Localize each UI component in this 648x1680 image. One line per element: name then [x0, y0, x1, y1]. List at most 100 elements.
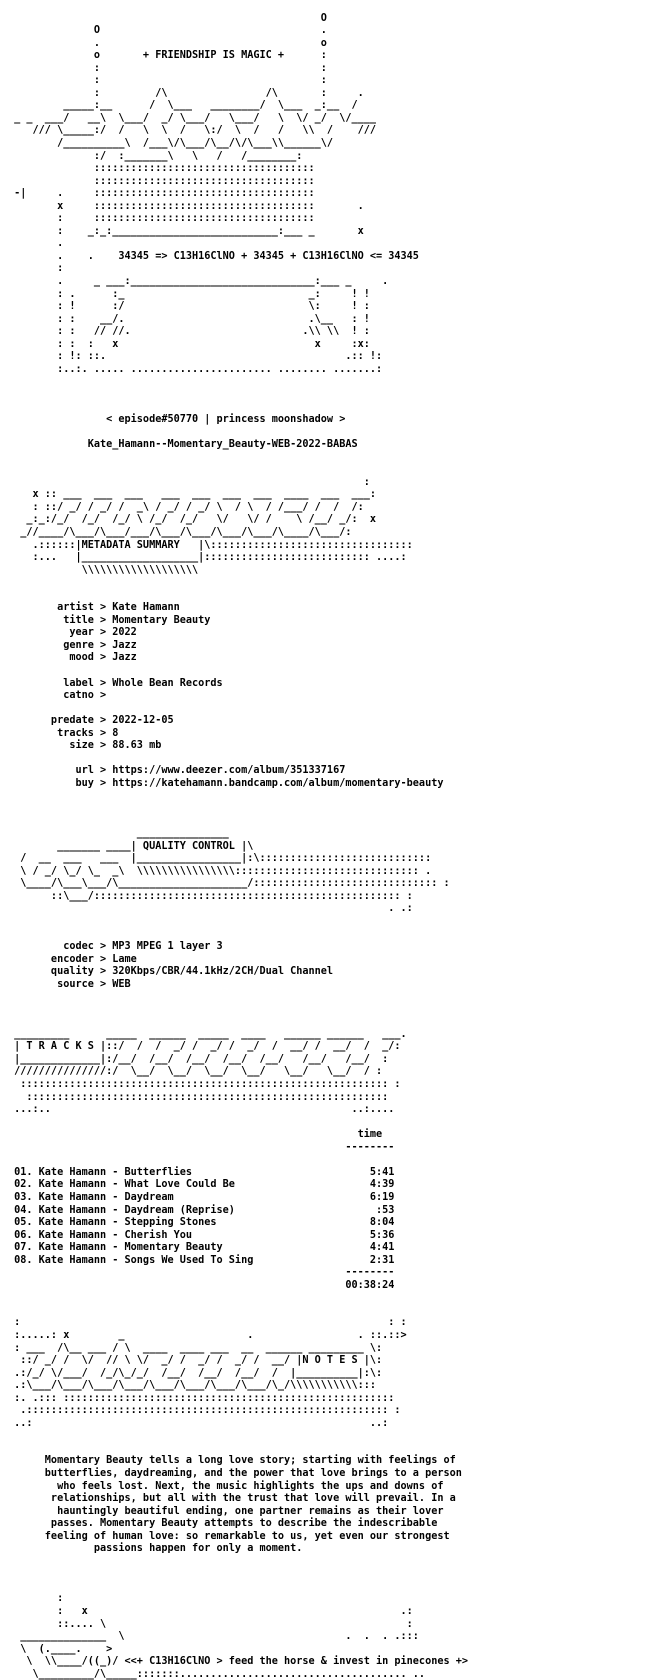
- nfo-line: 03. Kate Hamann - Daydream 6:19: [8, 1191, 395, 1203]
- nfo-line: /// \_____:/ / \ \ / \:/ \ / / \\ / ///: [8, 125, 377, 137]
- nfo-line: :. .::: ::::::::::::::::::::::::::::::::…: [8, 1392, 395, 1404]
- nfo-line: : !: ::. .:: !:: [8, 351, 383, 363]
- nfo-line: .::::::|METADATA SUMMARY |\:::::::::::::…: [8, 539, 413, 551]
- nfo-line: _:_:/_/ /_/ /_/ \ /_/ /_/ \/ \/ / \ /__/…: [8, 514, 377, 526]
- nfo-line: .:/_/ \/___/ /_/\_/_/ /__/ /__/ /__/ / |…: [8, 1367, 383, 1379]
- nfo-line: source > WEB: [8, 978, 131, 990]
- nfo-line: who feels lost. Next, the music highligh…: [8, 1480, 444, 1492]
- nfo-line: --------: [8, 1267, 395, 1279]
- nfo-line: ///////////////:/ \__/ \__/ \__/ \__/ \_…: [8, 1066, 383, 1078]
- nfo-line: . o: [8, 37, 327, 49]
- nfo-line: .: [8, 238, 64, 250]
- nfo-line: : :: [8, 75, 327, 87]
- nfo-line: ..: ..:: [8, 1417, 389, 1429]
- nfo-line: ::::::::::::::::::::::::::::::::::::: [8, 175, 315, 187]
- nfo-line: quality > 320Kbps/CBR/44.1kHz/2CH/Dual C…: [8, 966, 334, 978]
- nfo-line: 04. Kate Hamann - Daydream (Reprise) :53: [8, 1204, 395, 1216]
- nfo-line: time: [8, 1129, 383, 1141]
- nfo-line: feeling of human love: so remarkable to …: [8, 1530, 450, 1542]
- nfo-line: catno >: [8, 690, 107, 702]
- nfo-line: size > 88.63 mb: [8, 740, 162, 752]
- nfo-line: 06. Kate Hamann - Cherish You 5:36: [8, 1229, 395, 1241]
- nfo-line: passions happen for only a moment.: [8, 1543, 303, 1555]
- nfo-line: 02. Kate Hamann - What Love Could Be 4:3…: [8, 1179, 395, 1191]
- nfo-line: Kate_Hamann--Momentary_Beauty-WEB-2022-B…: [8, 439, 358, 451]
- nfo-line: :... |___________________|::::::::::::::…: [8, 552, 407, 564]
- nfo-line: _________ _____ ______ _____ ____ ______…: [8, 1028, 407, 1040]
- nfo-line: \\\\\\\\\\\\\\\\\\\: [8, 564, 199, 576]
- nfo-line: : . :_ _: ! !: [8, 288, 370, 300]
- nfo-line: -| . :::::::::::::::::::::::::::::::::::…: [8, 188, 315, 200]
- nfo-line: | T R A C K S |::/ / / _/ / _/ / _/ / __…: [8, 1041, 401, 1053]
- nfo-line: \ (.____. >: [8, 1643, 113, 1655]
- nfo-line: ::::::::::::::::::::::::::::::::::::: [8, 163, 315, 175]
- nfo-line: Momentary Beauty tells a long love story…: [8, 1455, 456, 1467]
- nfo-line: ______________ \ . . . .:::: [8, 1631, 419, 1643]
- nfo-line: x :::::::::::::::::::::::::::::::::::: .: [8, 200, 364, 212]
- nfo-line: / __ ___ ___ |_________________|:\::::::…: [8, 853, 432, 865]
- nfo-line: < episode#50770 | princess moonshadow >: [8, 414, 346, 426]
- nfo-line: O: [8, 12, 327, 24]
- nfo-line: : ___ /\__ ___ / \ ____ ____ ___ __ ____…: [8, 1342, 383, 1354]
- nfo-line: \_________/\_____:::::::................…: [8, 1668, 426, 1680]
- nfo-line: ::\___/:::::::::::::::::::::::::::::::::…: [8, 890, 413, 902]
- nfo-line: : : : x x :x:: [8, 338, 370, 350]
- nfo-line: _//____/\___/\___/___/\___/\___/\___/\__…: [8, 526, 352, 538]
- nfo-line: 01. Kate Hamann - Butterflies 5:41: [8, 1166, 395, 1178]
- nfo-line: url > https://www.deezer.com/album/35133…: [8, 765, 346, 777]
- nfo-line: : /\ /\ : .: [8, 87, 364, 99]
- nfo-line: \ / _/ \_/ \_ _\ \\\\\\\\\\\\\\\\:::::::…: [8, 865, 432, 877]
- nfo-line: . .:: [8, 903, 413, 915]
- nfo-line: . _ ___:______________________________:_…: [8, 276, 389, 288]
- nfo-line: :/ :_______\ \ / /________:: [8, 150, 303, 162]
- nfo-line: :..:. ..... ....................... ....…: [8, 363, 383, 375]
- nfo-line: \ \\____/((_)/ <<+ C13H16ClNO > feed the…: [8, 1656, 469, 1668]
- nfo-line: ::/ _/ / \/ // \ \/ _/ / _/ / _/ / __/ |…: [8, 1355, 383, 1367]
- nfo-line: ::::::::::::::::::::::::::::::::::::::::…: [8, 1091, 389, 1103]
- nfo-line: .:::::::::::::::::::::::::::::::::::::::…: [8, 1405, 401, 1417]
- nfo-line: 05. Kate Hamann - Stepping Stones 8:04: [8, 1217, 395, 1229]
- nfo-line: relationships, but all with the trust th…: [8, 1493, 456, 1505]
- nfo-line: butterflies, daydreaming, and the power …: [8, 1467, 462, 1479]
- nfo-line: _______________: [8, 828, 229, 840]
- nfo-line: |_____________|:/__/ /__/ /__/ /__/ /__/…: [8, 1053, 389, 1065]
- nfo-line: mood > Jazz: [8, 652, 137, 664]
- nfo-line: _ _ ___/ __\ \___/ _/ \___/ \___/ \ \/ _…: [8, 112, 377, 124]
- nfo-line: o + FRIENDSHIP IS MAGIC + :: [8, 50, 327, 62]
- nfo-line: codec > MP3 MPEG 1 layer 3: [8, 941, 223, 953]
- nfo-line: \____/\___\___/\_____________________/::…: [8, 878, 450, 890]
- nfo-line: : : :: [8, 1317, 407, 1329]
- nfo-line: title > Momentary Beauty: [8, 614, 211, 626]
- nfo-line: artist > Kate Hamann: [8, 602, 180, 614]
- nfo-line: --------: [8, 1141, 395, 1153]
- nfo-line: 07. Kate Hamann - Momentary Beauty 4:41: [8, 1242, 395, 1254]
- nfo-line: x :: ___ ___ ___ ___ ___ ___ ___ ____ __…: [8, 489, 377, 501]
- nfo-line: O .: [8, 25, 327, 37]
- nfo-line: ...:.. ..:....: [8, 1104, 395, 1116]
- nfo-line: _______ ____| QUALITY CONTROL |\: [8, 840, 254, 852]
- nfo-line: _____:__ / \___ ________/ \___ _:__ /: [8, 100, 358, 112]
- nfo-line: : ! :/ \: ! :: [8, 301, 370, 313]
- nfo-line: : x .:: [8, 1606, 413, 1617]
- nfo-line: . . 34345 => C13H16ClNO + 34345 + C13H16…: [8, 250, 419, 262]
- nfo-line: passes. Momentary Beauty attempts to des…: [8, 1518, 438, 1530]
- nfo-line: genre > Jazz: [8, 639, 137, 651]
- nfo-line: buy > https://katehamann.bandcamp.com/al…: [8, 777, 444, 789]
- nfo-line: : ::::::::::::::::::::::::::::::::::::: [8, 213, 315, 225]
- nfo-line: : : __/. .\__ : !: [8, 313, 370, 325]
- nfo-line: :: [8, 476, 370, 488]
- nfo-line: tracks > 8: [8, 727, 119, 739]
- nfo-line: encoder > Lame: [8, 953, 137, 965]
- nfo-line: 08. Kate Hamann - Songs We Used To Sing …: [8, 1254, 395, 1266]
- nfo-line: :.....: x _ . . ::.::>: [8, 1329, 407, 1341]
- nfo-line: : : // //. .\\ \\ ! :: [8, 326, 370, 338]
- nfo-line: label > Whole Bean Records: [8, 677, 223, 689]
- nfo-line: ::.... \ :: [8, 1618, 413, 1630]
- nfo-line: :: [8, 263, 64, 275]
- nfo-line: :: [8, 1593, 64, 1605]
- nfo-line: hauntingly beautiful ending, one partner…: [8, 1505, 444, 1517]
- nfo-line: .:\___/\___/\___/\___/\___/\___/\___/\__…: [8, 1380, 377, 1392]
- nfo-line: : :: [8, 62, 327, 74]
